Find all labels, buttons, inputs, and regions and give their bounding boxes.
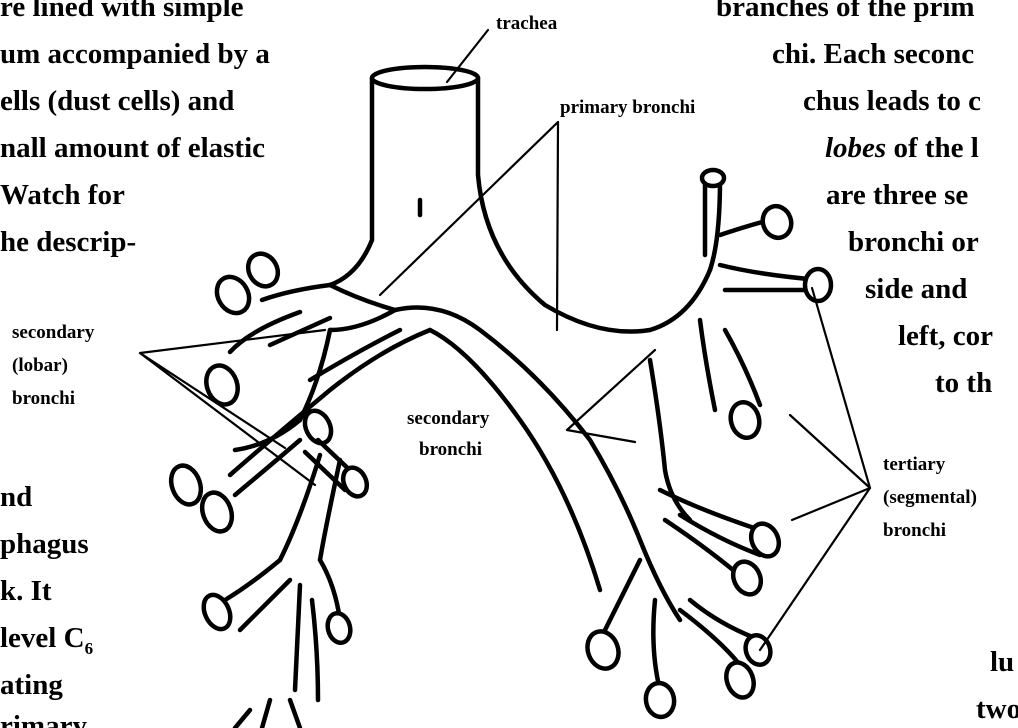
left-bronchi-shape: [166, 248, 395, 728]
trachea-shape: [330, 67, 710, 332]
